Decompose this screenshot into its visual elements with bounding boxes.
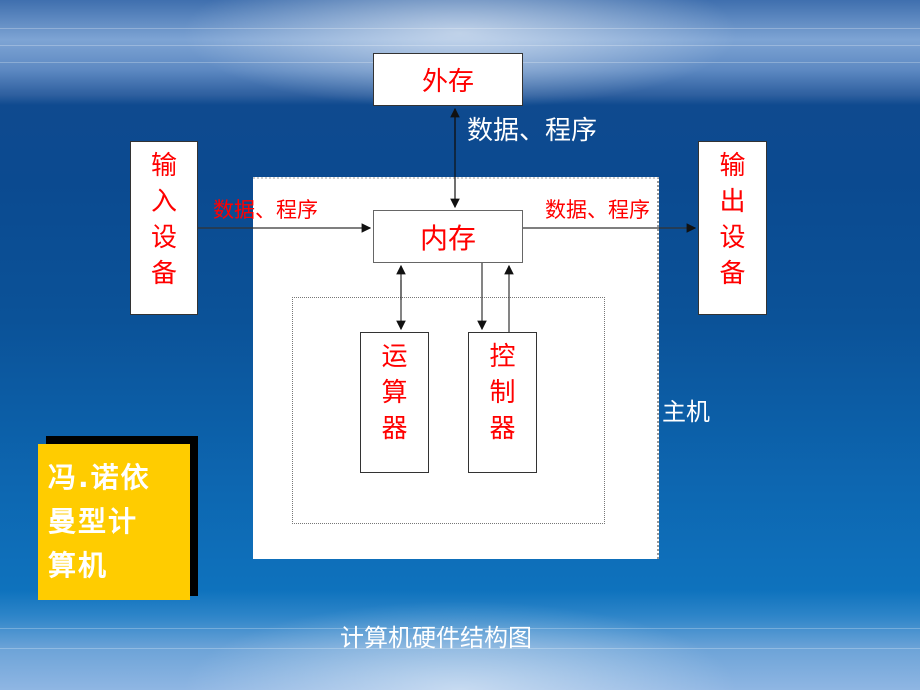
input-device-char: 设 xyxy=(150,223,177,253)
controller-char: 控 xyxy=(489,342,516,372)
external-storage-label: 外存 xyxy=(421,67,474,97)
output-device-box: 输 出 设 备 xyxy=(698,141,767,315)
controller-char: 制 xyxy=(489,378,516,408)
output-device-char: 备 xyxy=(719,259,746,289)
badge-line: 算机 xyxy=(48,549,109,582)
output-flow-label: 数据、程序 xyxy=(545,198,650,222)
cpu-region xyxy=(292,297,605,524)
controller-box: 控 制 器 xyxy=(468,332,537,473)
input-flow-label: 数据、程序 xyxy=(213,198,318,222)
output-device-char: 出 xyxy=(719,187,746,217)
output-device-char: 输 xyxy=(719,151,746,181)
background-streak xyxy=(0,628,920,629)
input-device-char: 输 xyxy=(150,151,177,181)
input-device-box: 输 入 设 备 xyxy=(130,141,198,315)
alu-char: 运 xyxy=(381,342,408,372)
badge-line: 冯.诺依 xyxy=(48,461,151,494)
background-streak xyxy=(0,28,920,29)
storage-flow-label: 数据、程序 xyxy=(467,116,598,146)
background-streak xyxy=(0,648,920,649)
von-neumann-badge: 冯.诺依 曼型计 算机 xyxy=(38,444,190,600)
external-storage-box: 外存 xyxy=(373,53,523,106)
background-streak xyxy=(0,45,920,46)
input-device-char: 入 xyxy=(150,187,177,217)
memory-box: 内存 xyxy=(373,210,523,263)
alu-char: 算 xyxy=(381,378,408,408)
badge-line: 曼型计 xyxy=(48,505,139,538)
controller-char: 器 xyxy=(489,414,516,444)
output-device-char: 设 xyxy=(719,223,746,253)
alu-char: 器 xyxy=(381,414,408,444)
alu-box: 运 算 器 xyxy=(360,332,429,473)
background-glow-bottom xyxy=(180,600,740,690)
input-device-char: 备 xyxy=(150,259,177,289)
host-label: 主机 xyxy=(662,398,710,426)
diagram-caption: 计算机硬件结构图 xyxy=(340,624,532,652)
memory-label: 内存 xyxy=(419,221,476,255)
